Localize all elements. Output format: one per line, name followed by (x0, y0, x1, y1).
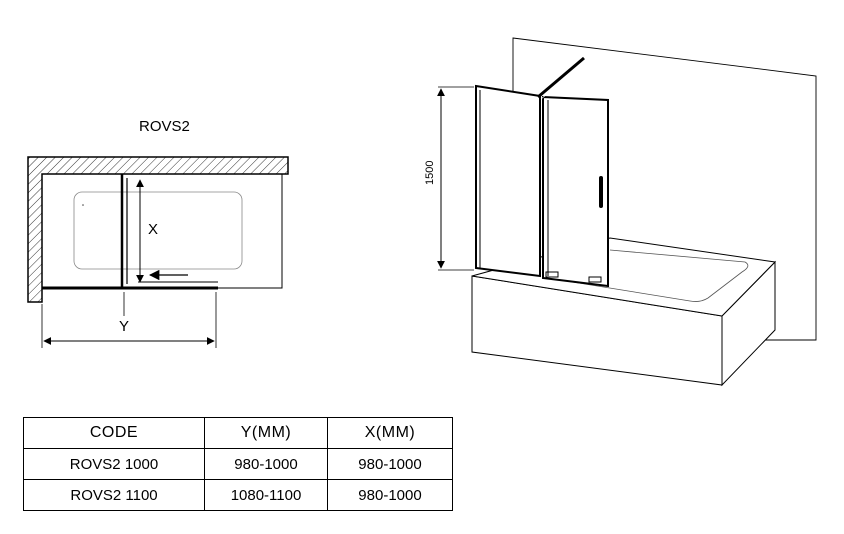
table-cell: ROVS2 1100 (23, 479, 205, 511)
wall-stabilizer-bar (537, 56, 585, 99)
table-header-cell: CODE (23, 417, 205, 449)
table-cell: 980-1000 (327, 479, 453, 511)
dim-x-label: X (148, 221, 158, 238)
dim-y-label: Y (119, 318, 129, 335)
table-row: ROVS2 1000 980-1000 980-1000 (23, 448, 453, 480)
dim-height-label: 1500 (424, 161, 436, 185)
door-handle (599, 176, 603, 208)
table-header-row: CODE Y(MM) X(MM) (23, 417, 453, 449)
table-cell: ROVS2 1000 (23, 448, 205, 480)
sliding-glass-panel (542, 95, 609, 288)
table-cell: 980-1000 (204, 448, 328, 480)
table-cell: 980-1000 (327, 448, 453, 480)
drain-mark (82, 204, 84, 206)
stabilizer-highlight (540, 60, 588, 100)
table-header-cell: Y(MM) (204, 417, 328, 449)
spec-table: CODE Y(MM) X(MM) ROVS2 1000 980-1000 980… (23, 417, 453, 511)
roller-right (588, 276, 602, 283)
roller-left (545, 271, 559, 278)
table-row: ROVS2 1100 1080-1100 980-1000 (23, 479, 453, 511)
model-label: ROVS2 (139, 118, 190, 135)
bathtub-basin (559, 249, 749, 302)
table-cell: 1080-1100 (204, 479, 328, 511)
fixed-glass-panel (475, 84, 541, 278)
table-header-cell: X(MM) (327, 417, 453, 449)
bathtub-basin (73, 191, 243, 270)
